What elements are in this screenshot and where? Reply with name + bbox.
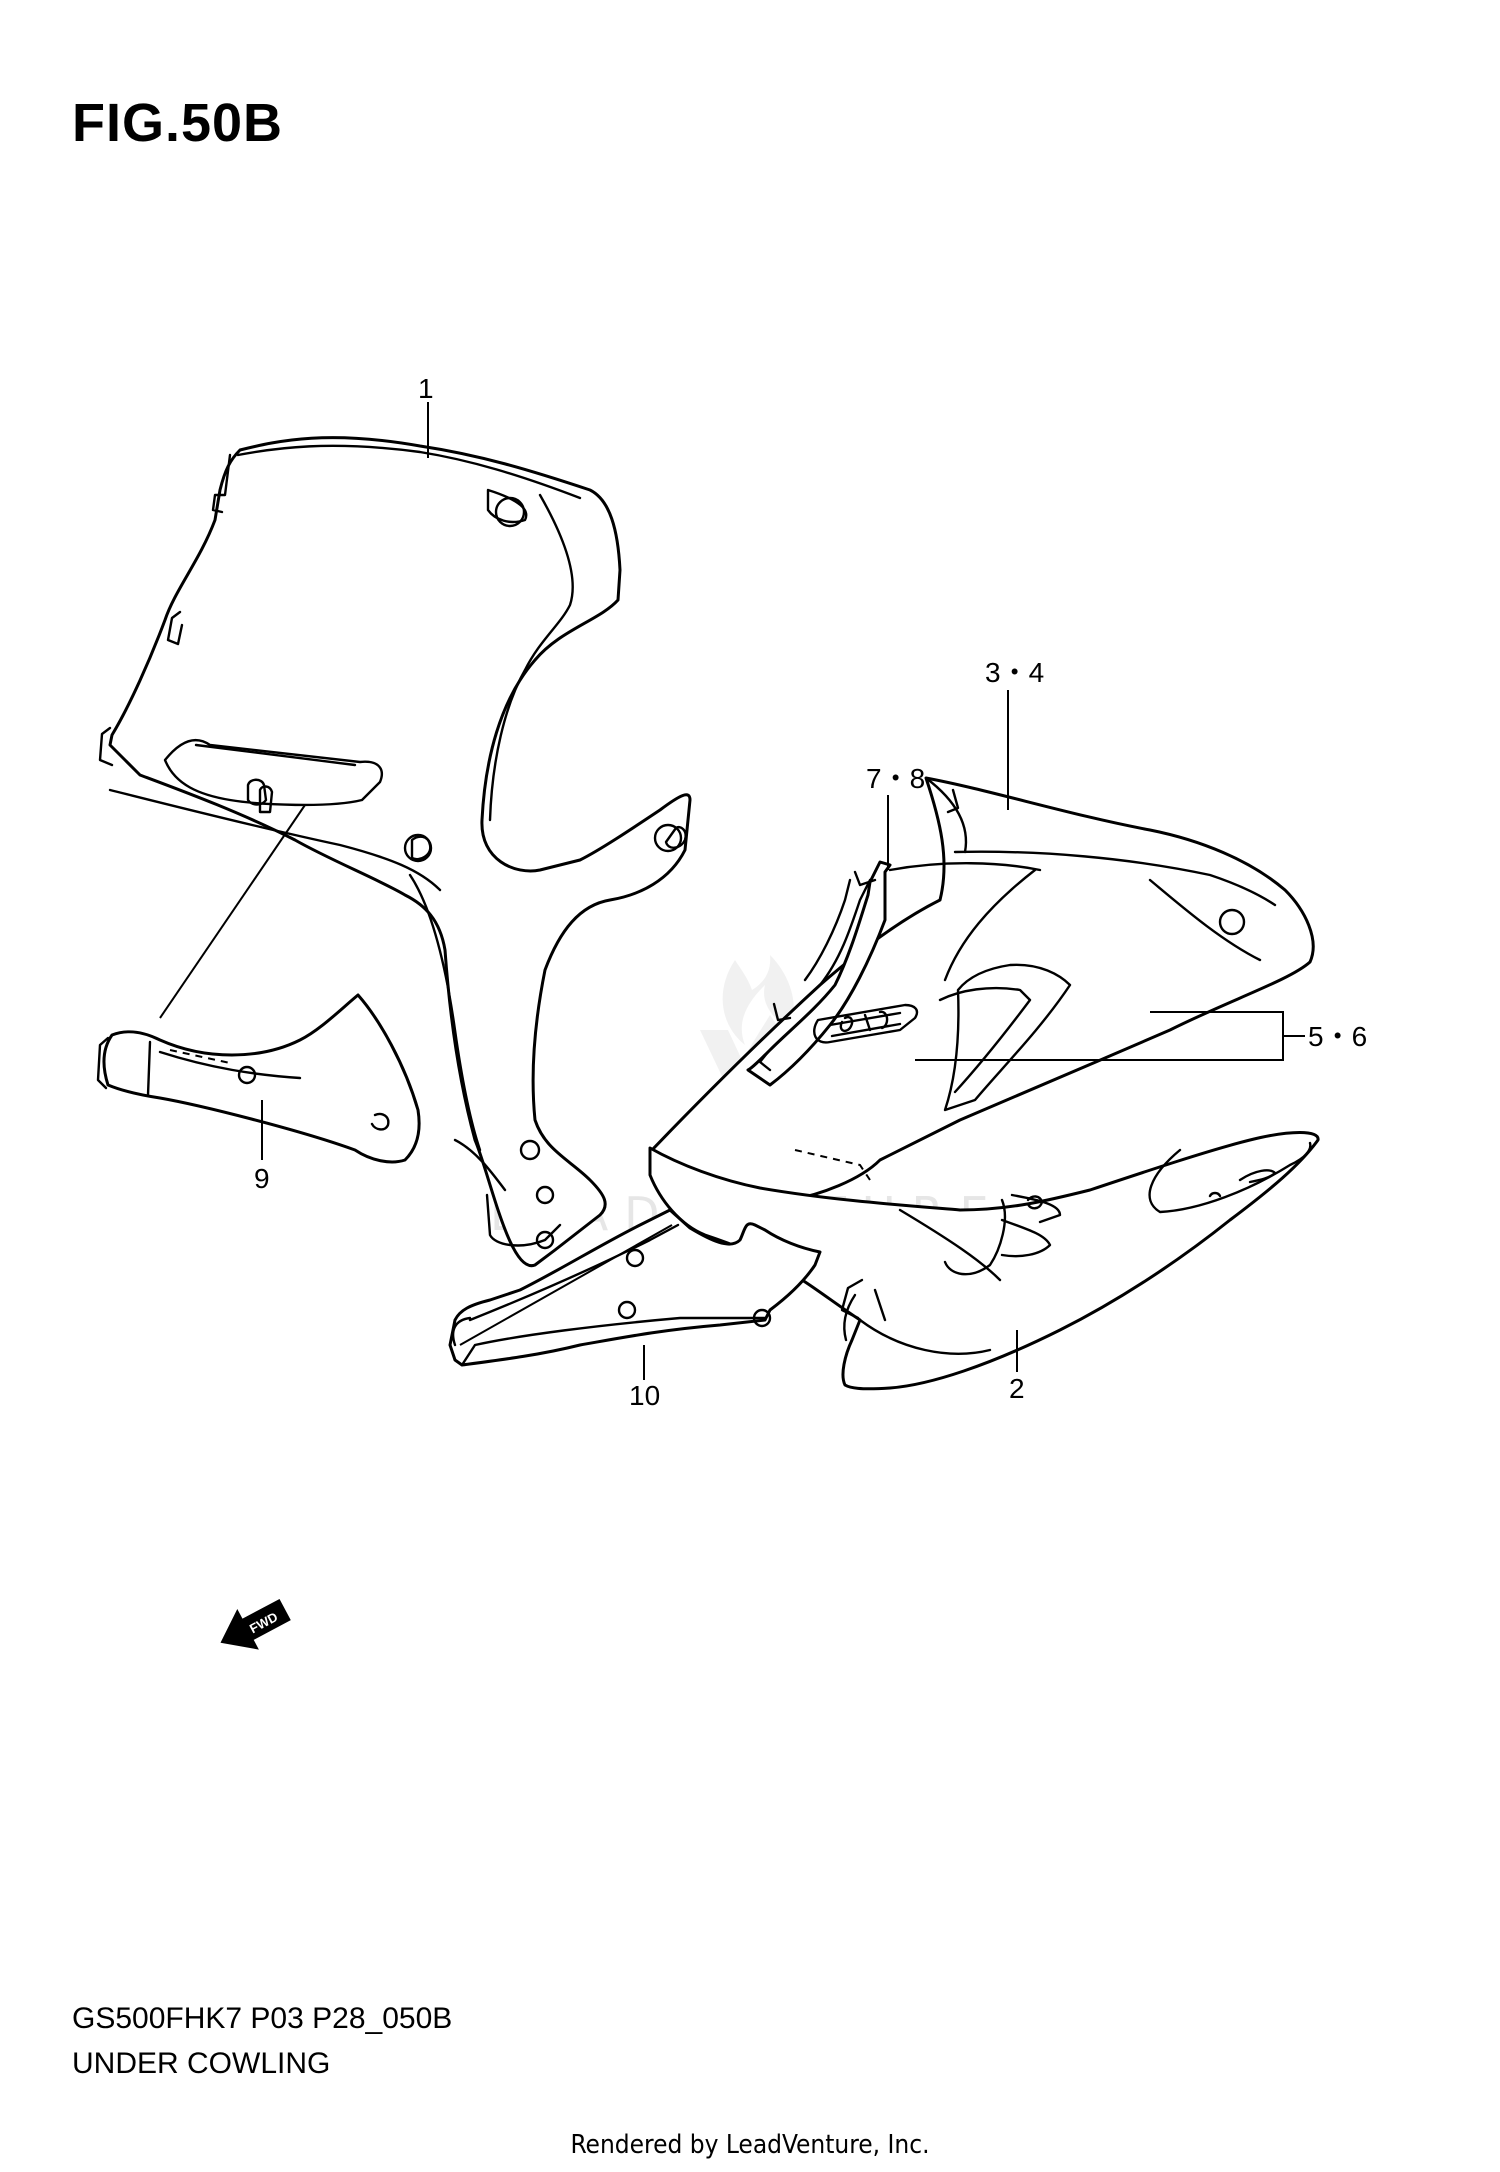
callout-part-5-6: 5・6 bbox=[1308, 1021, 1367, 1052]
figure-title: FIG.50B bbox=[72, 93, 284, 153]
render-credit: Rendered by LeadVenture, Inc. bbox=[570, 2130, 930, 2160]
part-10-lower-inner-panel bbox=[448, 1208, 822, 1367]
leader-lines bbox=[159, 402, 1305, 1380]
callout-part-10: 10 bbox=[629, 1380, 660, 1411]
part-2-lower-cowling bbox=[648, 1131, 1320, 1391]
diagram-name: UNDER COWLING bbox=[72, 2047, 331, 2080]
callout-part-9: 9 bbox=[254, 1163, 270, 1194]
leader-part-5-6 bbox=[915, 1011, 1305, 1061]
part-7-8-front-bracket bbox=[746, 860, 892, 1087]
callout-part-7-8: 7・8 bbox=[866, 763, 925, 794]
callout-part-3-4: 3・4 bbox=[985, 657, 1044, 688]
fwd-direction-arrow-icon: FWD bbox=[220, 1598, 291, 1650]
callout-part-1: 1 bbox=[418, 373, 434, 404]
fastener-grommet bbox=[246, 778, 268, 806]
diagram-code: GS500FHK7 P03 P28_050B bbox=[72, 2002, 453, 2035]
hidden-line-part-2 bbox=[794, 1149, 871, 1181]
part-9-inner-panel bbox=[96, 993, 421, 1164]
part-1-inner-cowling bbox=[98, 436, 692, 1267]
part-5-6-decal-emblem bbox=[813, 963, 1072, 1112]
hidden-line-part-9 bbox=[169, 1049, 231, 1064]
leader-part-10-fastener bbox=[459, 1224, 673, 1346]
callout-part-2: 2 bbox=[1009, 1373, 1025, 1404]
leader-part-9-fastener bbox=[159, 804, 306, 1019]
